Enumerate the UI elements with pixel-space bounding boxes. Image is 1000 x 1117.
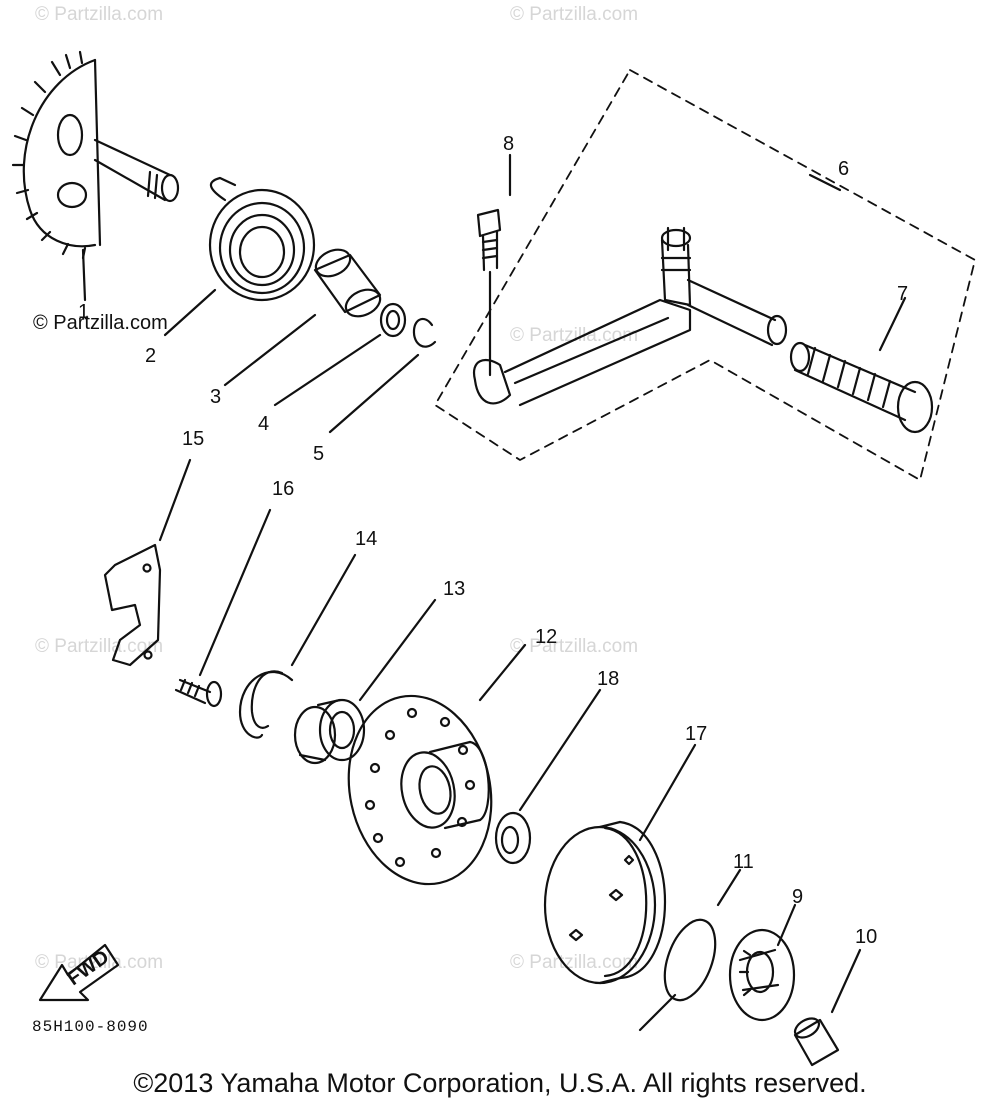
callout-1: 1 [78, 301, 89, 323]
pinion-collar [793, 948, 862, 1067]
ratchet-gear [347, 643, 527, 886]
fwd-label: FWD [63, 946, 113, 990]
kick-pinion-gear [728, 903, 797, 1022]
fwd-arrow-icon [38, 943, 120, 1002]
callout-10: 10 [855, 926, 877, 948]
watermark: © Partzilla.com [510, 325, 639, 346]
callout-11: 11 [733, 851, 754, 873]
bearing-circlip [238, 553, 357, 739]
clip-screw [174, 508, 272, 708]
watermark: © Partzilla.com [510, 636, 639, 657]
watermark: © Partzilla.com [35, 4, 164, 25]
spacer-collar [223, 248, 382, 387]
callout-16: 16 [272, 478, 294, 500]
ratchet-washer [494, 688, 602, 865]
watermark: © Partzilla.com [510, 952, 639, 973]
ratchet-wheel [543, 743, 697, 985]
callout-2: 2 [145, 345, 156, 367]
crank-bolt [476, 153, 512, 377]
watermark: © Partzilla.com [35, 636, 164, 657]
kick-spring [163, 176, 316, 337]
washer [273, 302, 407, 407]
kick-axle-gear [11, 50, 180, 302]
callout-8: 8 [503, 133, 514, 155]
kick-clip [103, 458, 192, 667]
kick-crank-assembly-outline [434, 69, 976, 481]
spring-clip [638, 868, 742, 1032]
callout-6: 6 [838, 158, 849, 180]
brand-label: © Partzilla.com [33, 312, 168, 334]
bearing [293, 598, 437, 765]
part-code: 85H100-8090 [32, 1018, 149, 1036]
callout-14: 14 [355, 528, 377, 550]
callout-7: 7 [897, 283, 908, 305]
callout-17: 17 [685, 723, 707, 745]
callout-15: 15 [182, 428, 204, 450]
circlip [328, 317, 437, 434]
callout-18: 18 [597, 668, 619, 690]
copyright-notice: ©2013 Yamaha Motor Corporation, U.S.A. A… [133, 1068, 867, 1098]
kick-crank [472, 226, 788, 407]
callout-13: 13 [443, 578, 465, 600]
callout-9: 9 [792, 886, 803, 908]
callout-5: 5 [313, 443, 324, 465]
kick-grip [789, 296, 934, 434]
callout-4: 4 [258, 413, 269, 435]
callout-3: 3 [210, 386, 221, 408]
callout-12: 12 [535, 626, 557, 648]
watermark: © Partzilla.com [510, 4, 639, 25]
watermark: © Partzilla.com [35, 952, 164, 973]
